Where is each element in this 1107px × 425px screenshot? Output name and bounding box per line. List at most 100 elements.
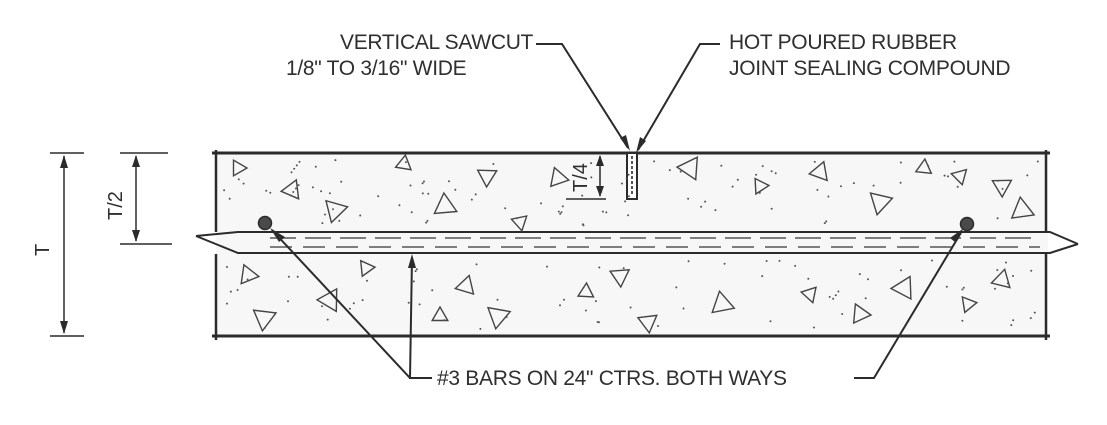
aggregate-sand bbox=[823, 222, 826, 225]
aggregate-sand bbox=[414, 270, 417, 273]
aggregate-stone bbox=[430, 305, 450, 322]
aggregate-stone bbox=[852, 302, 873, 325]
aggregate-sand bbox=[837, 290, 840, 293]
rebar-dot-left bbox=[257, 215, 273, 231]
aggregate-sand bbox=[1030, 269, 1033, 272]
aggregate-sand bbox=[418, 303, 421, 306]
aggregate-sand bbox=[653, 160, 656, 163]
aggregate-sand bbox=[366, 279, 368, 282]
aggregate-sand bbox=[475, 263, 478, 266]
aggregate-stone bbox=[476, 169, 498, 189]
aggregate-stone bbox=[433, 191, 459, 215]
aggregate-sand bbox=[443, 319, 446, 322]
aggregate-sand bbox=[407, 301, 410, 304]
aggregate-sand bbox=[1001, 187, 1004, 190]
aggregate-sand bbox=[852, 182, 855, 185]
aggregate-stone bbox=[869, 192, 894, 217]
aggregate-sand bbox=[314, 165, 317, 168]
aggregate-sand bbox=[996, 217, 999, 220]
aggregate-stone bbox=[252, 309, 278, 333]
aggregate-sand bbox=[774, 172, 777, 175]
aggregate-sand bbox=[961, 288, 964, 291]
bars-leader-arrow-right bbox=[950, 228, 964, 242]
aggregate-sand bbox=[504, 207, 507, 210]
aggregate-sand bbox=[237, 178, 240, 181]
aggregate-sand bbox=[559, 304, 561, 307]
aggregate-sand bbox=[1012, 319, 1015, 322]
aggregate-sand bbox=[825, 220, 828, 223]
aggregate-sand bbox=[628, 195, 630, 198]
aggregate-stone bbox=[240, 263, 261, 285]
aggregate-sand bbox=[338, 219, 341, 222]
aggregate-sand bbox=[581, 223, 584, 226]
aggregate-sand bbox=[598, 321, 600, 324]
aggregate-stone bbox=[991, 179, 1013, 199]
aggregate-sand bbox=[687, 260, 690, 263]
dim-T4-label: T/4 bbox=[570, 163, 592, 192]
aggregate-sand bbox=[454, 188, 457, 191]
aggregate-sand bbox=[431, 289, 434, 292]
sawcut-callout-line2: 1/8" TO 3/16" WIDE bbox=[286, 57, 467, 80]
aggregate-sand bbox=[828, 295, 831, 298]
aggregate-sand bbox=[228, 197, 231, 200]
dim-T4-arrow-top bbox=[596, 155, 604, 166]
section-break-line-lower bbox=[195, 235, 1079, 254]
aggregate-sand bbox=[328, 192, 331, 195]
aggregate-sand bbox=[559, 212, 562, 215]
aggregate-sand bbox=[242, 182, 245, 185]
aggregate-stone bbox=[807, 160, 828, 182]
aggregate-sand bbox=[813, 326, 815, 329]
aggregate-sand bbox=[1026, 174, 1029, 177]
aggregate-sand bbox=[590, 176, 593, 179]
aggregate-sand bbox=[332, 208, 334, 211]
aggregate-stone bbox=[949, 168, 968, 187]
sawcut-leader-arrow bbox=[620, 135, 630, 151]
aggregate-sand bbox=[758, 191, 761, 194]
aggregate-sand bbox=[668, 169, 671, 172]
aggregate-sand bbox=[1005, 261, 1007, 264]
aggregate-sand bbox=[474, 193, 477, 196]
aggregate-sand bbox=[794, 264, 797, 267]
aggregate-stone bbox=[990, 267, 1011, 289]
aggregate-sand bbox=[769, 320, 772, 323]
aggregate-sand bbox=[560, 211, 563, 214]
dim-T2-arrow-bottom bbox=[132, 230, 140, 242]
aggregate-sand bbox=[1029, 317, 1032, 320]
aggregate-stone bbox=[549, 166, 571, 188]
aggregate-stone bbox=[961, 295, 979, 314]
aggregate-sand bbox=[953, 160, 956, 163]
aggregate-sand bbox=[629, 306, 632, 309]
aggregate-stone bbox=[608, 269, 631, 289]
aggregate-sand bbox=[899, 161, 902, 164]
aggregate-sand bbox=[448, 180, 450, 183]
aggregate-sand bbox=[398, 204, 401, 207]
aggregate-sand bbox=[627, 173, 630, 176]
aggregate-sand bbox=[426, 219, 429, 222]
aggregate-stone bbox=[754, 177, 771, 196]
dim-T-arrow-bottom bbox=[60, 321, 68, 334]
aggregate-sand bbox=[956, 185, 959, 188]
aggregate-stone bbox=[636, 314, 658, 335]
aggregate-sand bbox=[496, 298, 499, 301]
aggregate-sand bbox=[867, 278, 869, 281]
aggregate-sand bbox=[900, 269, 902, 272]
aggregate-sand bbox=[931, 259, 933, 262]
aggregate-stone bbox=[359, 259, 377, 278]
aggregate-sand bbox=[961, 319, 964, 322]
aggregate-sand bbox=[840, 185, 842, 188]
aggregate-sand bbox=[858, 273, 861, 276]
aggregate-sand bbox=[540, 202, 542, 205]
aggregate-sand bbox=[770, 207, 773, 210]
aggregate-sand bbox=[1006, 282, 1009, 285]
sealant-callout-line2: JOINT SEALING COMPOUND bbox=[729, 57, 1011, 80]
aggregate-sand bbox=[704, 200, 707, 203]
aggregate-sand bbox=[321, 222, 324, 225]
aggregate-sand bbox=[425, 221, 428, 224]
dim-T4-arrow-bottom bbox=[596, 186, 604, 197]
aggregate-sand bbox=[736, 178, 739, 181]
sealant-leader-arrow bbox=[636, 137, 646, 153]
aggregate-sand bbox=[945, 285, 948, 288]
aggregate-sand bbox=[229, 290, 232, 293]
aggregate-sand bbox=[714, 209, 717, 212]
